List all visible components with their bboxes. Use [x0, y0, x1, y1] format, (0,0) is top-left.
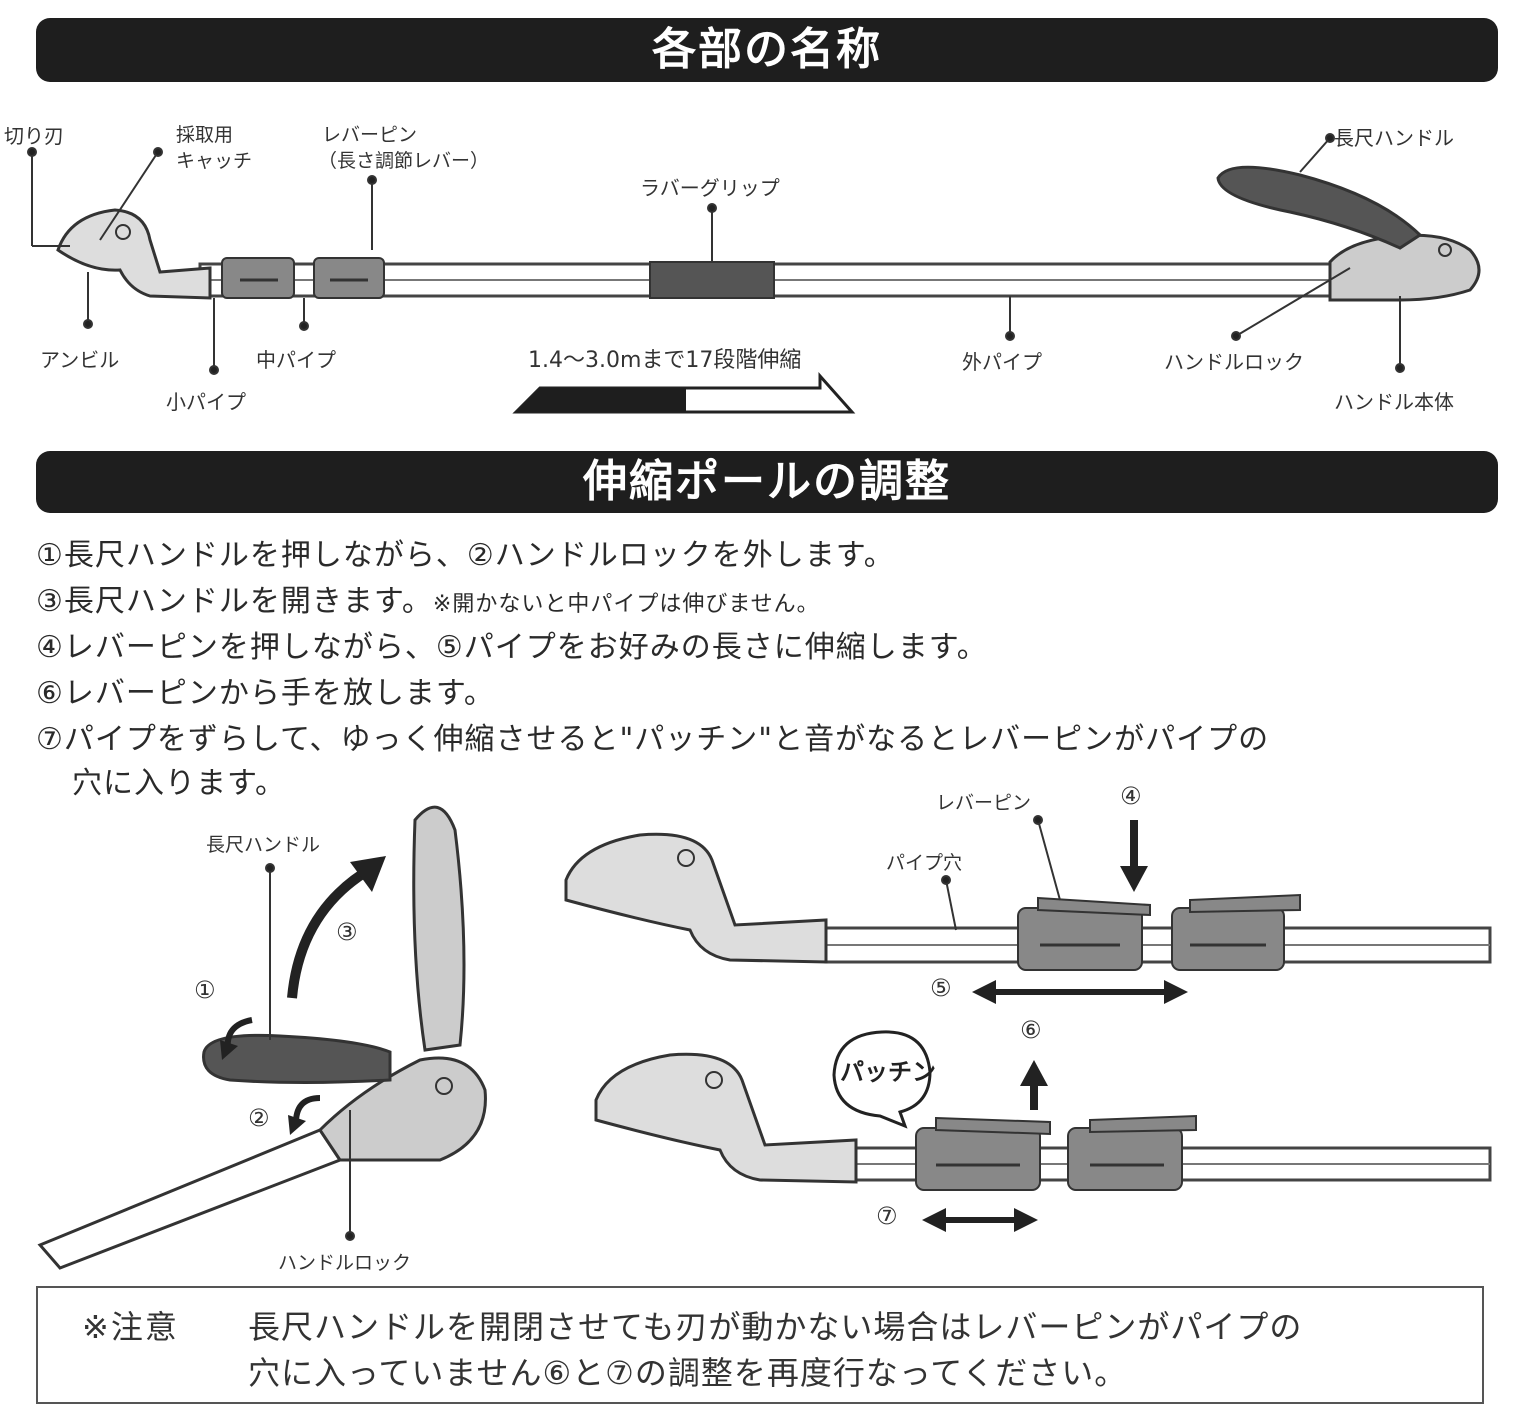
section-title-adjustment: 伸縮ポールの調整	[36, 451, 1498, 513]
step-number-4: ④	[1120, 782, 1142, 810]
step-number-2: ②	[248, 1104, 270, 1132]
label-lever-pin-line2: （長さ調節レバー）	[318, 150, 490, 172]
instruction-2-note: ※開かないと中パイプは伸びません。	[432, 592, 820, 617]
instruction-4: ⑥レバーピンから手を放します。	[36, 676, 495, 711]
instruction-2: ③長尺ハンドルを開きます。※開かないと中パイプは伸びません。	[36, 584, 820, 619]
diagram-label-handle-lock: ハンドルロック	[278, 1252, 412, 1274]
label-cutting-blade: 切り刃	[4, 124, 64, 148]
label-handle-body: ハンドル本体	[1334, 390, 1454, 414]
caution-box: ※注意 長尺ハンドルを開閉させても刃が動かない場合はレバーピンがパイプの 穴に入…	[36, 1286, 1484, 1404]
label-small-pipe: 小パイプ	[166, 390, 246, 414]
step-number-3: ③	[336, 918, 358, 946]
step-number-5: ⑤	[930, 974, 952, 1002]
step-number-7: ⑦	[876, 1202, 898, 1230]
instruction-3: ④レバーピンを押しながら、⑤パイプをお好みの長さに伸縮します。	[36, 630, 988, 665]
label-rubber-grip: ラバーグリップ	[640, 176, 780, 200]
label-anvil: アンビル	[40, 348, 120, 372]
instruction-5: ⑦パイプをずらして、ゆっく伸縮させると"パッチン"と音がなるとレバーピンがパイプ…	[36, 722, 1270, 757]
instruction-5-continued: 穴に入ります。	[72, 766, 286, 801]
label-lever-pin-line1: レバーピン	[322, 124, 418, 146]
label-catch-line1: 採取用	[176, 124, 234, 146]
label-outer-pipe: 外パイプ	[962, 350, 1042, 374]
caution-text-line2: 穴に入っていません⑥と⑦の調整を再度行なってください。	[248, 1354, 1128, 1392]
label-extension-range: 1.4～3.0mまで17段階伸縮	[528, 348, 802, 373]
label-long-handle: 長尺ハンドル	[1334, 126, 1454, 150]
caution-text-line1: 長尺ハンドルを開閉させても刃が動かない場合はレバーピンがパイプの	[248, 1308, 1303, 1346]
section-title-parts: 各部の名称	[36, 18, 1498, 82]
step-number-6: ⑥	[1020, 1016, 1042, 1044]
speech-bubble-text: パッチン	[840, 1058, 936, 1086]
caution-label: ※注意	[82, 1308, 179, 1346]
diagram-label-long-handle: 長尺ハンドル	[206, 834, 321, 856]
diagram-label-pipe-hole: パイプ穴	[886, 852, 963, 874]
label-handle-lock: ハンドルロック	[1164, 350, 1304, 374]
pruner-overview-illustration	[27, 133, 1481, 414]
instruction-1: ①長尺ハンドルを押しながら、②ハンドルロックを外します。	[36, 538, 895, 573]
diagram-label-lever-pin: レバーピン	[936, 792, 1032, 814]
label-middle-pipe: 中パイプ	[256, 348, 336, 372]
label-catch-line2: キャッチ	[176, 150, 253, 172]
step-number-1: ①	[194, 976, 216, 1004]
